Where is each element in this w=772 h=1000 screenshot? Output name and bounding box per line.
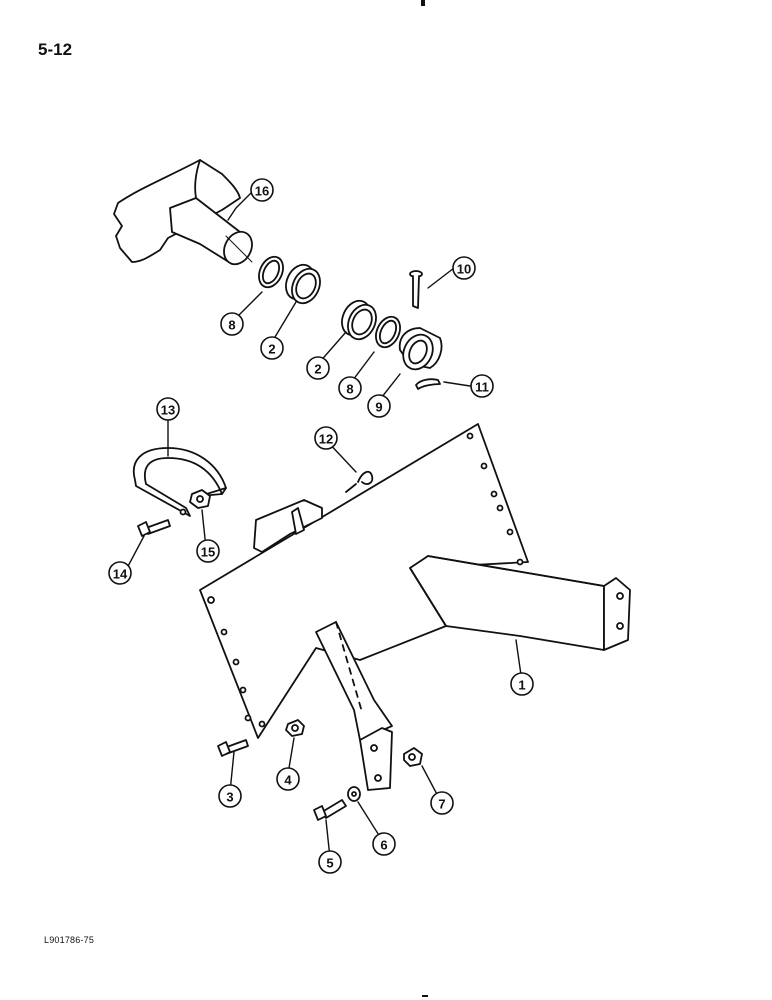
svg-text:4: 4 <box>284 773 292 788</box>
main-frame-part-1 <box>199 423 631 791</box>
callout-2-left: 2 <box>260 336 284 360</box>
callout-1: 1 <box>510 672 534 696</box>
seal-ring-part-8-left <box>258 255 284 289</box>
callout-15: 15 <box>196 539 220 563</box>
svg-text:7: 7 <box>438 797 445 812</box>
axle-housing-part-16 <box>113 159 253 266</box>
callout-4: 4 <box>276 767 300 791</box>
svg-text:13: 13 <box>161 403 175 418</box>
svg-text:2: 2 <box>314 362 321 377</box>
svg-text:8: 8 <box>346 382 353 397</box>
svg-text:11: 11 <box>475 380 489 395</box>
bolt-part-14 <box>137 519 171 537</box>
svg-text:12: 12 <box>319 432 333 447</box>
svg-text:1: 1 <box>518 678 525 693</box>
svg-text:10: 10 <box>457 262 471 277</box>
page-number: 5-12 <box>38 40 73 59</box>
callout-2-right: 2 <box>306 356 330 380</box>
callout-5: 5 <box>318 850 342 874</box>
clip-part-12 <box>345 470 374 493</box>
callout-11: 11 <box>470 374 494 398</box>
callout-12: 12 <box>314 426 338 450</box>
nut-part-15 <box>189 489 211 509</box>
svg-text:6: 6 <box>380 838 387 853</box>
bolt-part-5 <box>313 799 347 821</box>
cotter-pin-part-11 <box>415 378 441 390</box>
callout-6: 6 <box>372 832 396 856</box>
svg-text:2: 2 <box>268 342 275 357</box>
callout-8-left: 8 <box>220 312 244 336</box>
svg-text:15: 15 <box>201 545 215 560</box>
callout-10: 10 <box>452 256 476 280</box>
callout-8-right: 8 <box>338 376 362 400</box>
callout-13: 13 <box>156 397 180 421</box>
u-bracket-part-13 <box>132 447 227 517</box>
svg-text:16: 16 <box>255 184 269 199</box>
svg-text:3: 3 <box>226 790 233 805</box>
svg-text:5: 5 <box>326 856 333 871</box>
seal-ring-part-8-right <box>375 315 401 349</box>
bolt-part-3 <box>217 739 249 757</box>
top-edge-mark <box>421 0 425 6</box>
bushing-part-2-right <box>341 299 377 341</box>
collar-part-9 <box>398 327 443 371</box>
callout-layer: 16 8 2 2 8 9 10 11 <box>108 178 534 874</box>
callout-7: 7 <box>430 791 454 815</box>
svg-text:8: 8 <box>228 318 235 333</box>
callout-16: 16 <box>250 178 274 202</box>
svg-text:9: 9 <box>375 400 382 415</box>
nut-part-7 <box>403 747 423 767</box>
bottom-edge-mark <box>422 995 428 997</box>
bushing-part-2-left <box>285 263 321 305</box>
plate-holes <box>207 432 624 782</box>
washer-part-6 <box>347 786 361 802</box>
nut-part-4 <box>285 719 305 737</box>
svg-text:14: 14 <box>113 567 128 582</box>
callout-9: 9 <box>367 394 391 418</box>
callout-3: 3 <box>218 784 242 808</box>
pin-part-10 <box>409 270 423 309</box>
callout-14: 14 <box>108 561 132 585</box>
figure-code: L901786-75 <box>44 935 95 945</box>
